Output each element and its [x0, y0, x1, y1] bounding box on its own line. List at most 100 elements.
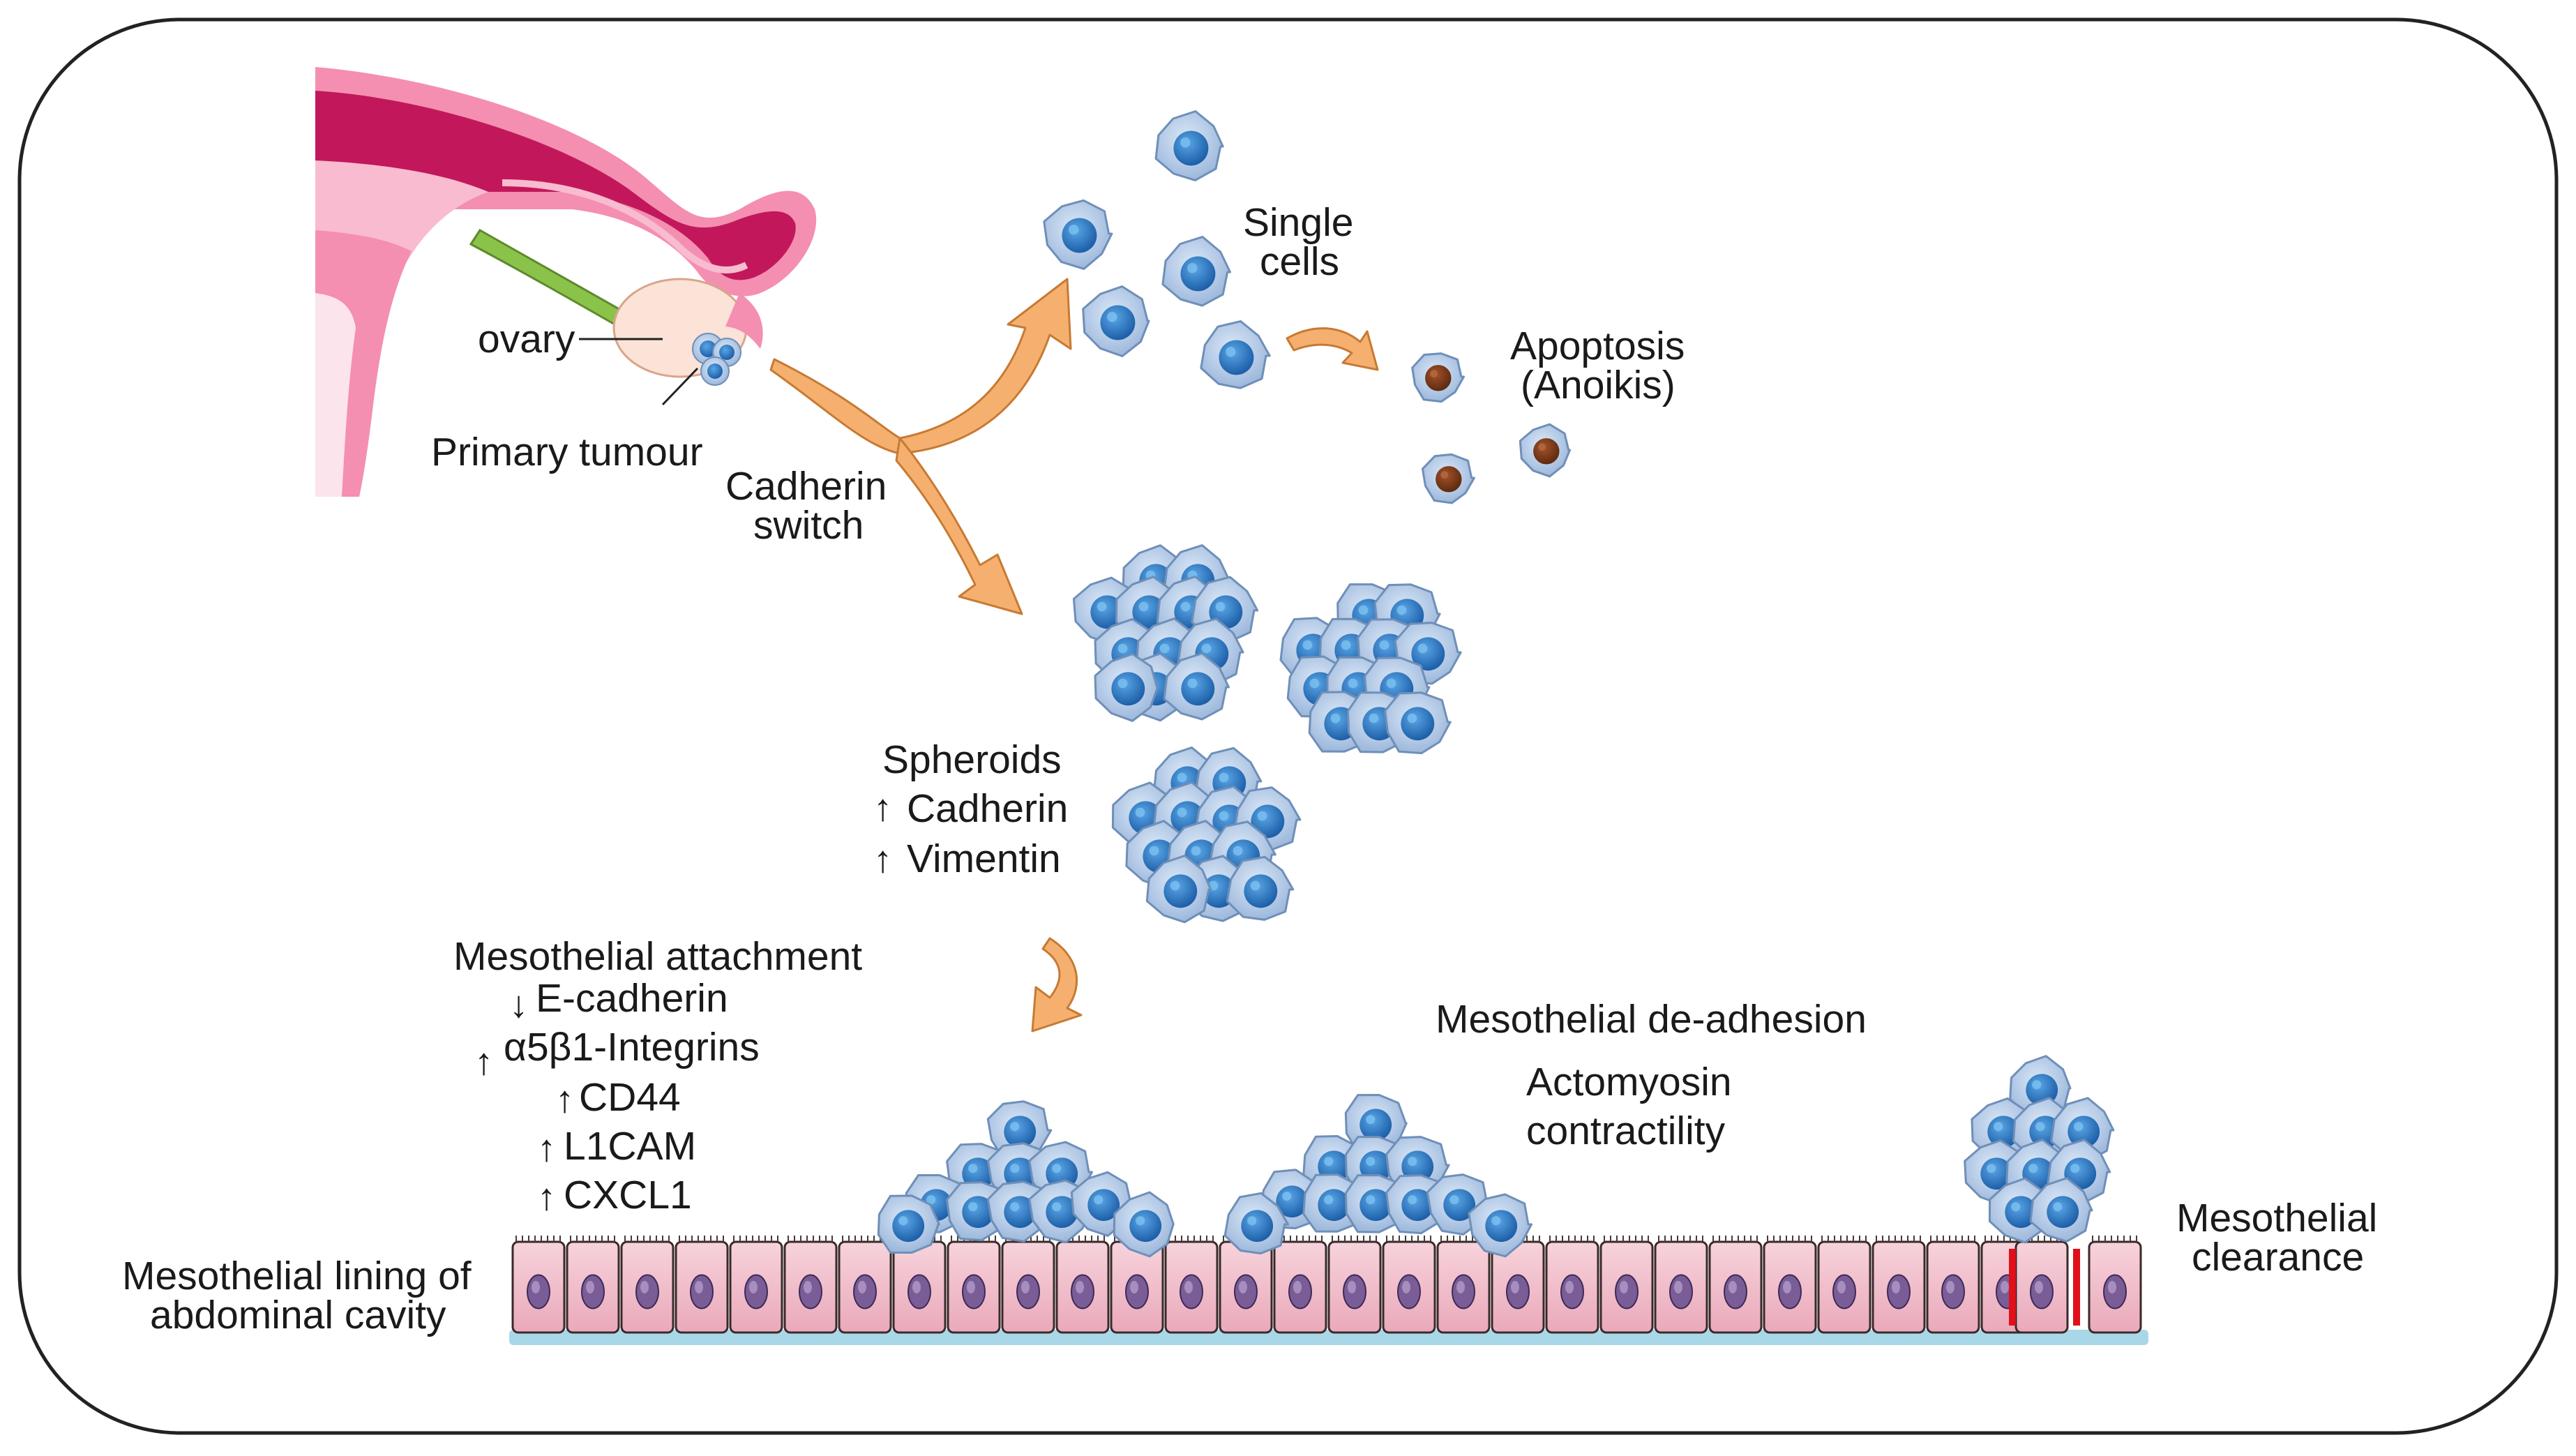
mesothelial-cell	[1219, 1236, 1273, 1334]
primary-tumour-cluster	[692, 333, 741, 386]
label-integrins: α5β1-Integrins	[504, 1025, 760, 1070]
mesothelial-cell	[1436, 1236, 1491, 1334]
mesothelial-cell	[838, 1236, 892, 1334]
up-arrow-cadherin: ↑	[873, 787, 892, 829]
spheroid-cell	[1223, 1192, 1290, 1255]
mesothelial-cell	[1273, 1236, 1327, 1334]
single-cell	[1154, 110, 1224, 181]
attached-spheroid-2	[1223, 1094, 1532, 1258]
arrows	[769, 278, 1379, 1033]
label-single-cells-2: cells	[1260, 239, 1339, 284]
attached-spheroids-group	[877, 1055, 2115, 1258]
single-cells-group	[1043, 110, 1271, 389]
spheroid-cell	[1113, 1191, 1175, 1258]
spheroid-cell	[986, 1100, 1053, 1162]
spheroid-cell	[1145, 855, 1212, 924]
spheroid-cell	[877, 1194, 940, 1254]
label-cadherin: Cadherin	[907, 786, 1068, 831]
up-arrow-vimentin: ↑	[873, 839, 892, 880]
up-arrow-integrins: ↑	[474, 1041, 493, 1083]
mesothelial-cell	[947, 1236, 1001, 1334]
label-cxcl1: CXCL1	[564, 1173, 692, 1217]
label-primary-tumour: Primary tumour	[431, 430, 703, 474]
spheroid-cell	[1468, 1193, 1532, 1258]
single-cell	[1161, 236, 1231, 307]
labels: ovary Primary tumour Cadherin switch Sin…	[122, 200, 2377, 1337]
up-arrow-cd44: ↑	[555, 1079, 574, 1120]
label-de-adhesion: Mesothelial de-adhesion	[1436, 997, 1867, 1042]
spheroids-group	[1072, 544, 1462, 924]
label-actomyosin-1: Actomyosin	[1526, 1060, 1732, 1104]
label-lining-1: Mesothelial lining of	[122, 1254, 472, 1298]
mesothelial-cell	[2014, 1236, 2069, 1334]
mesothelial-cell	[620, 1236, 675, 1334]
mesothelial-cell	[1871, 1236, 1926, 1334]
mesothelial-cell	[675, 1236, 729, 1334]
apoptotic-cell	[1421, 453, 1475, 504]
label-apoptosis-2: (Anoikis)	[1521, 363, 1675, 407]
mesothelial-cell	[1110, 1236, 1164, 1334]
mesothelial-cell	[1817, 1236, 1871, 1334]
apoptotic-cells-group	[1411, 352, 1572, 504]
mesothelial-cell	[1382, 1236, 1436, 1334]
clearance-gap-right	[2073, 1249, 2080, 1326]
apoptotic-cell	[1519, 423, 1572, 478]
arrow-to-mesothelium	[1031, 937, 1083, 1033]
arrow-to-spheroids	[895, 437, 1023, 615]
label-apoptosis-1: Apoptosis	[1510, 324, 1685, 368]
label-cadherin-switch-2: switch	[753, 503, 864, 548]
spheroid-cell	[1988, 1177, 2050, 1244]
uterus-illustration	[315, 67, 817, 497]
mesothelial-cell	[1001, 1236, 1055, 1334]
spheroid-cell	[2029, 1177, 2093, 1243]
label-e-cadherin: E-cadherin	[536, 976, 728, 1021]
mesothelial-cell	[1327, 1236, 1382, 1334]
down-arrow-e-cadherin: ↓	[509, 984, 528, 1026]
spheroid-3	[1111, 746, 1302, 924]
mesothelial-cell	[1599, 1236, 1654, 1334]
spheroid-cell	[1094, 652, 1159, 722]
mesothelial-cell	[1926, 1236, 1980, 1334]
mesothelial-cell	[783, 1236, 838, 1334]
single-cell	[1082, 285, 1150, 357]
label-ovary: ovary	[478, 317, 575, 361]
mesothelial-cell	[566, 1236, 620, 1334]
spheroid-cell	[1226, 855, 1295, 921]
spheroid-2	[1279, 583, 1462, 755]
label-cadherin-switch-1: Cadherin	[725, 464, 887, 509]
up-arrow-l1cam: ↑	[537, 1127, 556, 1169]
spheroid-cell	[1163, 652, 1230, 721]
mesothelial-cell	[1763, 1236, 1817, 1334]
label-spheroids: Spheroids	[882, 737, 1062, 782]
mesothelial-cell	[2088, 1236, 2142, 1334]
label-actomyosin-2: contractility	[1526, 1109, 1726, 1153]
apoptotic-cell	[1411, 352, 1465, 403]
spheroid-1	[1072, 544, 1259, 722]
label-vimentin: Vimentin	[907, 836, 1061, 881]
label-mesothelial-attachment: Mesothelial attachment	[453, 934, 862, 979]
label-clearance-2: clearance	[2192, 1235, 2364, 1279]
label-clearance-1: Mesothelial	[2176, 1196, 2377, 1240]
clearance-gap-left	[2009, 1249, 2016, 1326]
mesothelial-lining	[509, 1236, 2148, 1345]
up-arrow-cxcl1: ↑	[537, 1176, 556, 1218]
mesothelial-cell	[511, 1236, 566, 1334]
attached-spheroid-1	[877, 1100, 1175, 1258]
label-cd44: CD44	[579, 1075, 681, 1120]
single-cell	[1200, 320, 1271, 389]
arrow-to-single-cells	[769, 278, 1072, 455]
single-cell	[1043, 199, 1113, 270]
spheroid-cell	[1384, 691, 1452, 755]
mesothelial-cell	[1708, 1236, 1763, 1334]
label-single-cells-1: Single	[1243, 200, 1353, 245]
mesothelial-cell	[1654, 1236, 1708, 1334]
label-l1cam: L1CAM	[564, 1124, 696, 1169]
invading-spheroid	[1964, 1055, 2115, 1244]
mesothelial-cell	[1545, 1236, 1599, 1334]
mesothelial-cell	[1055, 1236, 1110, 1334]
mesothelial-cell	[729, 1236, 783, 1334]
label-lining-2: abdominal cavity	[150, 1293, 446, 1337]
arrow-to-apoptosis	[1286, 327, 1379, 371]
